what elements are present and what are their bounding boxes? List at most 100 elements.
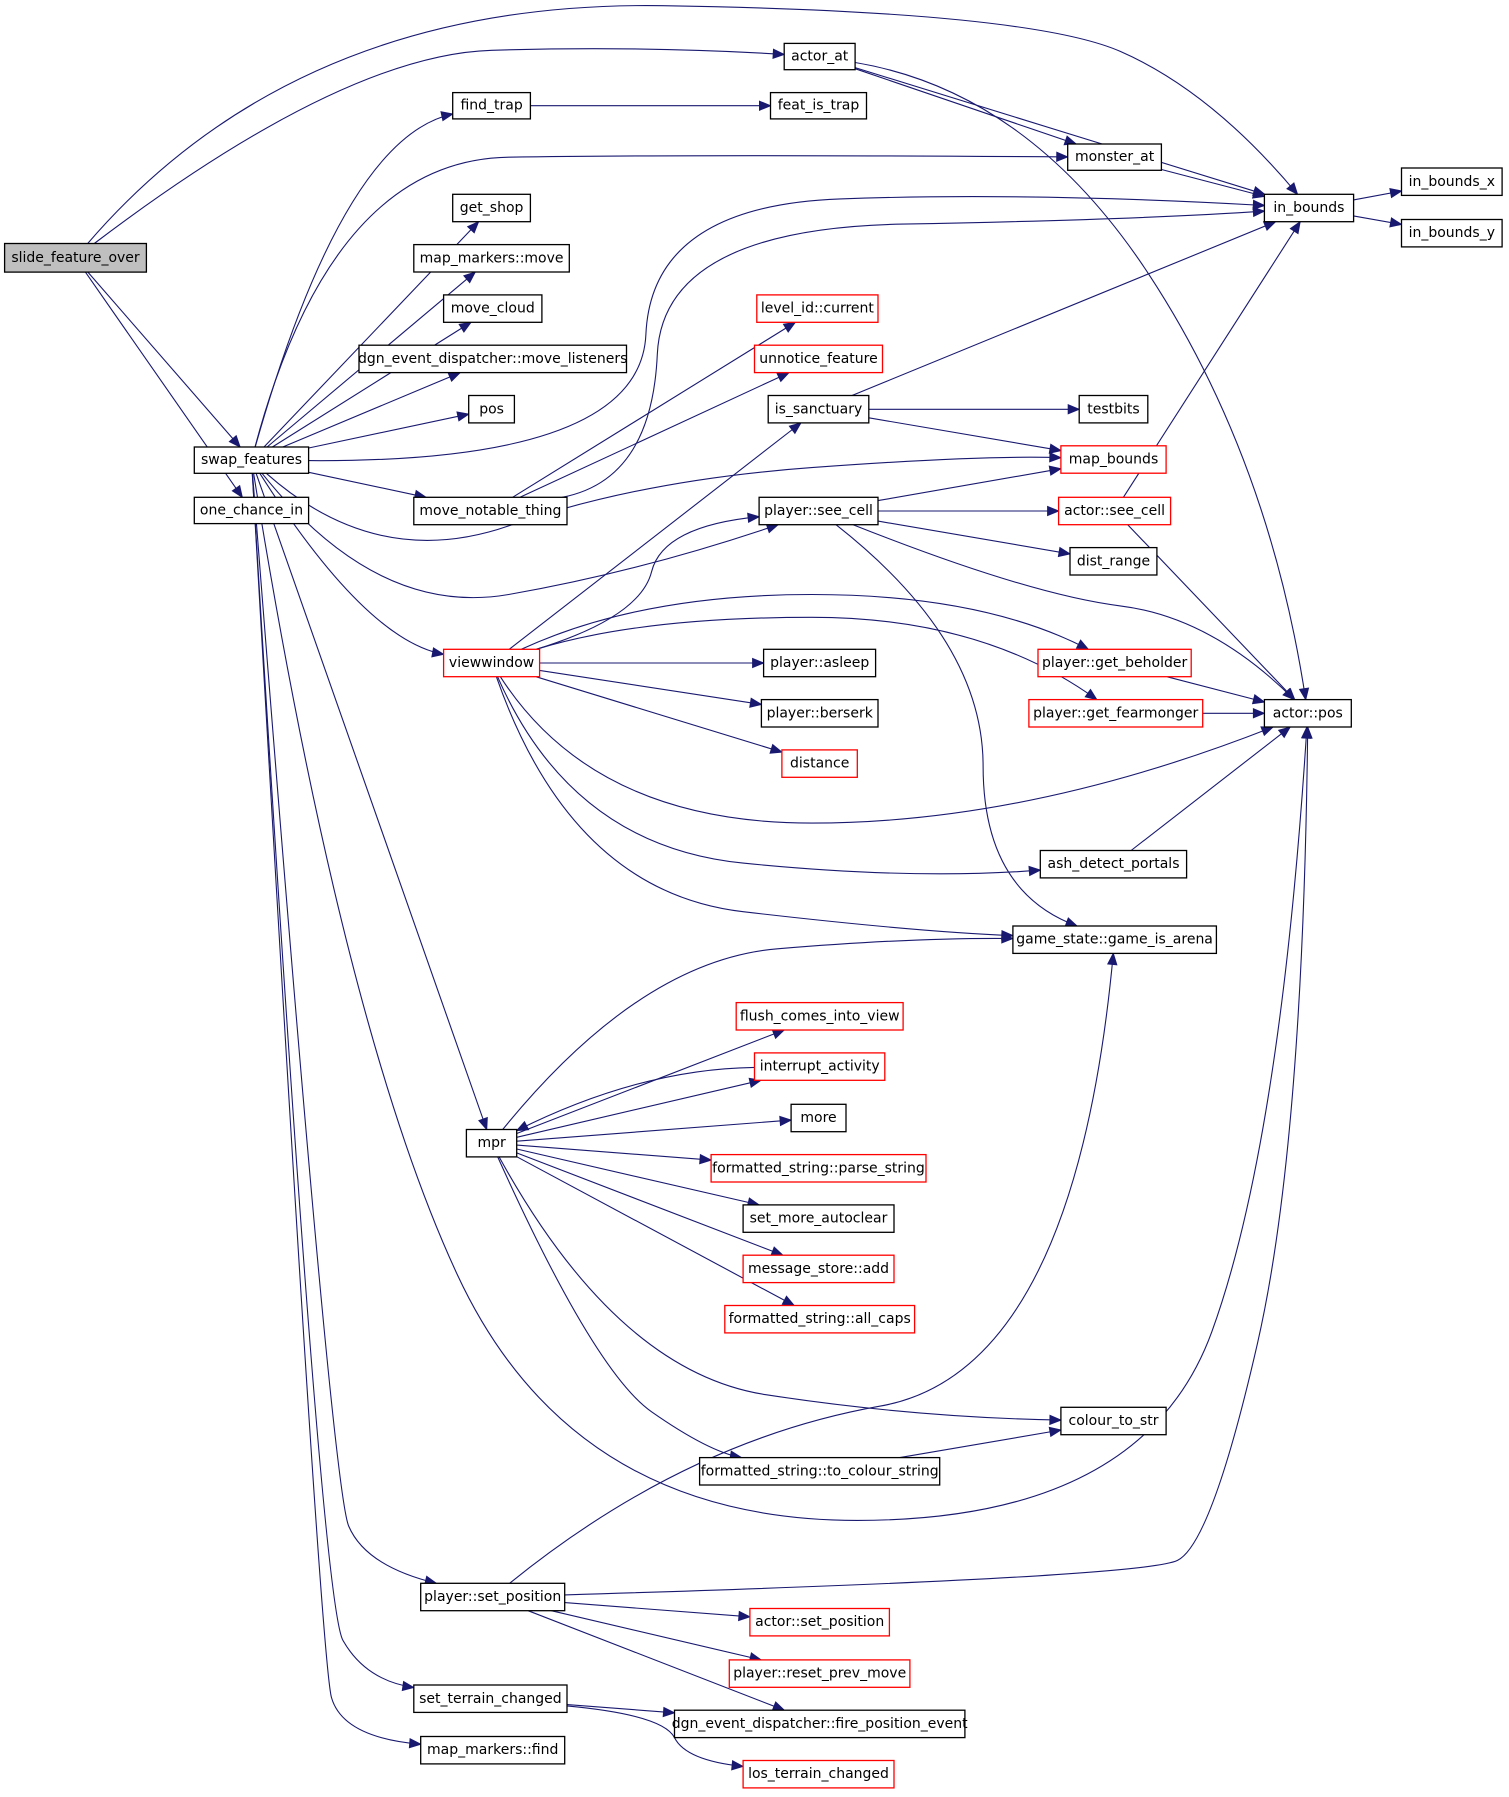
node-one-chance-in[interactable]: one_chance_in <box>193 496 310 525</box>
node-monster-at[interactable]: monster_at <box>1067 143 1163 171</box>
node-more[interactable]: more <box>790 1103 847 1133</box>
node-in-bounds-y[interactable]: in_bounds_y <box>1400 218 1503 248</box>
node-is-sanctuary[interactable]: is_sanctuary <box>767 394 870 424</box>
node-box <box>735 1001 904 1031</box>
arrowhead-icon <box>1048 443 1063 454</box>
node-box <box>728 1659 911 1688</box>
node-set-more-autoclear[interactable]: set_more_autoclear <box>742 1204 895 1233</box>
node-slide-feature-over[interactable]: slide_feature_over <box>3 242 148 273</box>
node-actor-set-position[interactable]: actor::set_position <box>749 1607 891 1637</box>
node-label: colour_to_str <box>1069 1413 1159 1429</box>
node-player-berserk[interactable]: player::berserk <box>760 698 879 728</box>
node-box <box>1400 167 1503 197</box>
edge-viewwindow-to-ash_detect_portals <box>497 676 1042 877</box>
arrowhead-icon <box>1302 725 1313 739</box>
arrowhead-icon <box>1389 187 1403 199</box>
node-set-terrain-changed[interactable]: set_terrain_changed <box>413 1684 568 1714</box>
arrowhead-icon <box>458 321 473 333</box>
arrowhead-icon <box>1056 151 1070 163</box>
node-actor-see-cell[interactable]: actor::see_cell <box>1057 496 1172 526</box>
node-fs-to-colour-string[interactable]: formatted_string::to_colour_string <box>698 1456 941 1486</box>
node-player-asleep[interactable]: player::asleep <box>762 648 877 678</box>
node-player-get-fearmonger[interactable]: player::get_fearmonger <box>1028 698 1204 728</box>
node-fs-parse-string[interactable]: formatted_string::parse_string <box>710 1153 927 1183</box>
edge-viewwindow-to-player_asleep <box>539 657 765 669</box>
arrowhead-icon <box>759 100 772 111</box>
node-map-bounds[interactable]: map_bounds <box>1060 445 1167 474</box>
node-box <box>783 42 856 71</box>
node-colour-to-str[interactable]: colour_to_str <box>1060 1406 1167 1436</box>
node-in-bounds[interactable]: in_bounds <box>1263 193 1355 223</box>
node-box <box>756 294 879 323</box>
node-box <box>420 1582 566 1612</box>
node-dgn-move-listeners[interactable]: dgn_event_dispatcher::move_listeners <box>358 344 628 374</box>
arrowhead-icon <box>1262 221 1277 231</box>
node-message-store-add[interactable]: message_store::add <box>742 1254 895 1284</box>
edge-mpr-to-colour_to_str <box>498 1156 1063 1426</box>
arrowhead-icon <box>1298 687 1310 701</box>
node-level-id-current[interactable]: level_id::current <box>756 294 879 323</box>
node-player-set-position[interactable]: player::set_position <box>420 1582 566 1612</box>
node-label: player::set_position <box>424 1589 561 1605</box>
edge-swap_features-to-monster_at <box>254 151 1070 448</box>
edge-player_set_position-to-game_is_arena <box>509 952 1118 1584</box>
node-in-bounds-x[interactable]: in_bounds_x <box>1400 167 1503 197</box>
node-mpr[interactable]: mpr <box>465 1128 518 1158</box>
node-label: pos <box>479 401 504 417</box>
arrowhead-icon <box>466 220 480 234</box>
node-label: dgn_event_dispatcher::move_listeners <box>358 351 628 367</box>
node-move-notable-thing[interactable]: move_notable_thing <box>413 496 568 526</box>
node-label: actor::pos <box>1273 705 1343 721</box>
node-label: los_terrain_changed <box>748 1766 889 1782</box>
node-dist-range[interactable]: dist_range <box>1069 546 1158 576</box>
node-label: interrupt_activity <box>760 1059 880 1075</box>
node-game-is-arena[interactable]: game_state::game_is_arena <box>1012 925 1218 955</box>
node-box <box>673 1709 966 1739</box>
node-map-markers-move[interactable]: map_markers::move <box>413 243 570 273</box>
node-swap-features[interactable]: swap_features <box>193 446 310 474</box>
node-label: testbits <box>1087 401 1139 417</box>
node-player-get-beholder[interactable]: player::get_beholder <box>1037 648 1192 678</box>
arrowhead-icon <box>1049 452 1063 463</box>
edge-swap_features-to-move_notable_thing <box>308 471 428 501</box>
node-box <box>1060 445 1167 474</box>
node-ash-detect-portals[interactable]: ash_detect_portals <box>1039 849 1188 879</box>
node-los-terrain-changed[interactable]: los_terrain_changed <box>742 1759 895 1789</box>
node-box <box>1263 698 1352 728</box>
node-player-reset-prev-move[interactable]: player::reset_prev_move <box>728 1659 911 1688</box>
node-label: dist_range <box>1077 553 1150 569</box>
node-interrupt-activity[interactable]: interrupt_activity <box>753 1052 886 1081</box>
node-flush-comes-into-view[interactable]: flush_comes_into_view <box>735 1001 904 1031</box>
node-actor-pos[interactable]: actor::pos <box>1263 698 1352 728</box>
node-move-cloud[interactable]: move_cloud <box>442 294 543 323</box>
edge-player_see_cell-to-actor_see_cell <box>878 505 1060 517</box>
node-map-markers-find[interactable]: map_markers::find <box>420 1735 566 1765</box>
arrowhead-icon <box>440 111 454 122</box>
arrowhead-icon <box>401 1680 416 1692</box>
node-player-see-cell[interactable]: player::see_cell <box>758 496 879 526</box>
node-box <box>420 1735 566 1765</box>
node-feat-is-trap[interactable]: feat_is_trap <box>769 91 868 120</box>
node-get-shop[interactable]: get_shop <box>452 193 532 223</box>
node-unnotice-feature[interactable]: unnotice_feature <box>753 344 884 374</box>
node-label: move_notable_thing <box>419 503 561 519</box>
edge-viewwindow-to-player_berserk <box>539 669 763 708</box>
node-dgn-fire-position-event[interactable]: dgn_event_dispatcher::fire_position_even… <box>672 1709 968 1739</box>
node-box <box>1028 698 1204 728</box>
node-viewwindow[interactable]: viewwindow <box>442 648 541 678</box>
arrowhead-icon <box>1252 206 1266 218</box>
node-fs-all-caps[interactable]: formatted_string::all_caps <box>724 1304 916 1334</box>
node-find-trap[interactable]: find_trap <box>452 91 532 120</box>
arrowhead-icon <box>1075 639 1090 650</box>
edge-move_notable_thing-to-level_id_current <box>512 321 797 498</box>
arrowhead-icon <box>1067 404 1081 415</box>
arrowhead-icon <box>1048 1426 1063 1438</box>
node-box <box>1400 218 1503 248</box>
node-pos[interactable]: pos <box>468 394 516 424</box>
node-distance[interactable]: distance <box>781 749 858 778</box>
node-actor-at[interactable]: actor_at <box>783 42 856 71</box>
node-testbits[interactable]: testbits <box>1078 394 1149 424</box>
edge-player_set_position-to-player_reset_prev_move <box>551 1610 763 1663</box>
node-box <box>724 1304 916 1334</box>
